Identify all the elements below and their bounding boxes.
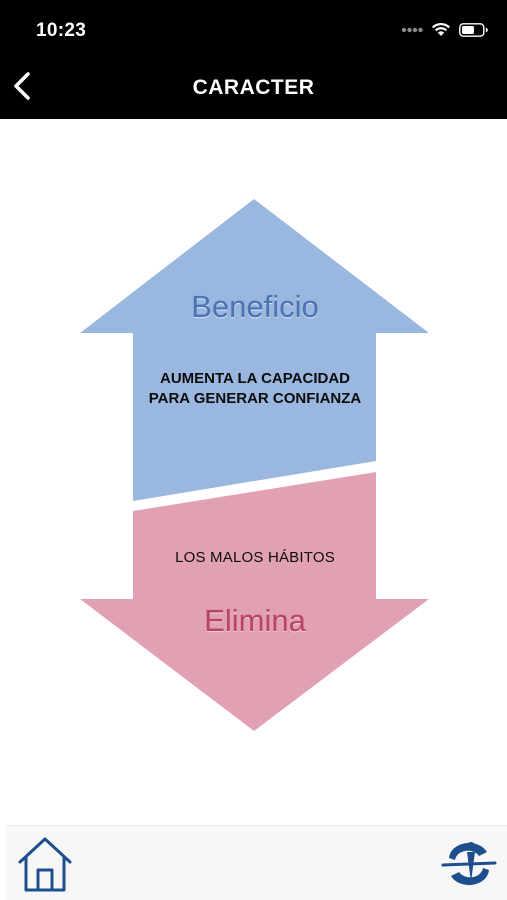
page-title: CARACTER <box>192 76 315 99</box>
home-icon <box>18 837 72 892</box>
arrows-graphic <box>80 199 429 731</box>
back-button[interactable] <box>8 68 38 104</box>
eliminate-text: LOS MALOS HÁBITOS <box>175 549 335 566</box>
benefit-eliminate-diagram: Beneficio AUMENTA LA CAPACIDAD PARA GENE… <box>0 119 507 825</box>
tab-bar <box>6 825 507 900</box>
signal-icon <box>401 27 423 32</box>
chevron-left-icon <box>14 72 30 100</box>
home-button[interactable] <box>16 834 74 894</box>
benefit-text: AUMENTA LA CAPACIDAD PARA GENERAR CONFIA… <box>148 370 362 407</box>
top-bar: 10:23 CARACTER <box>0 0 507 119</box>
app-logo-icon <box>441 842 497 886</box>
app-logo-button[interactable] <box>441 838 497 890</box>
down-arrow <box>80 472 429 731</box>
status-indicators <box>401 22 489 37</box>
battery-icon <box>459 22 488 37</box>
benefit-title: Beneficio <box>191 289 319 324</box>
status-time: 10:23 <box>36 20 87 41</box>
eliminate-title: Elimina <box>204 603 306 638</box>
wifi-icon <box>432 22 450 36</box>
up-arrow <box>80 199 429 501</box>
